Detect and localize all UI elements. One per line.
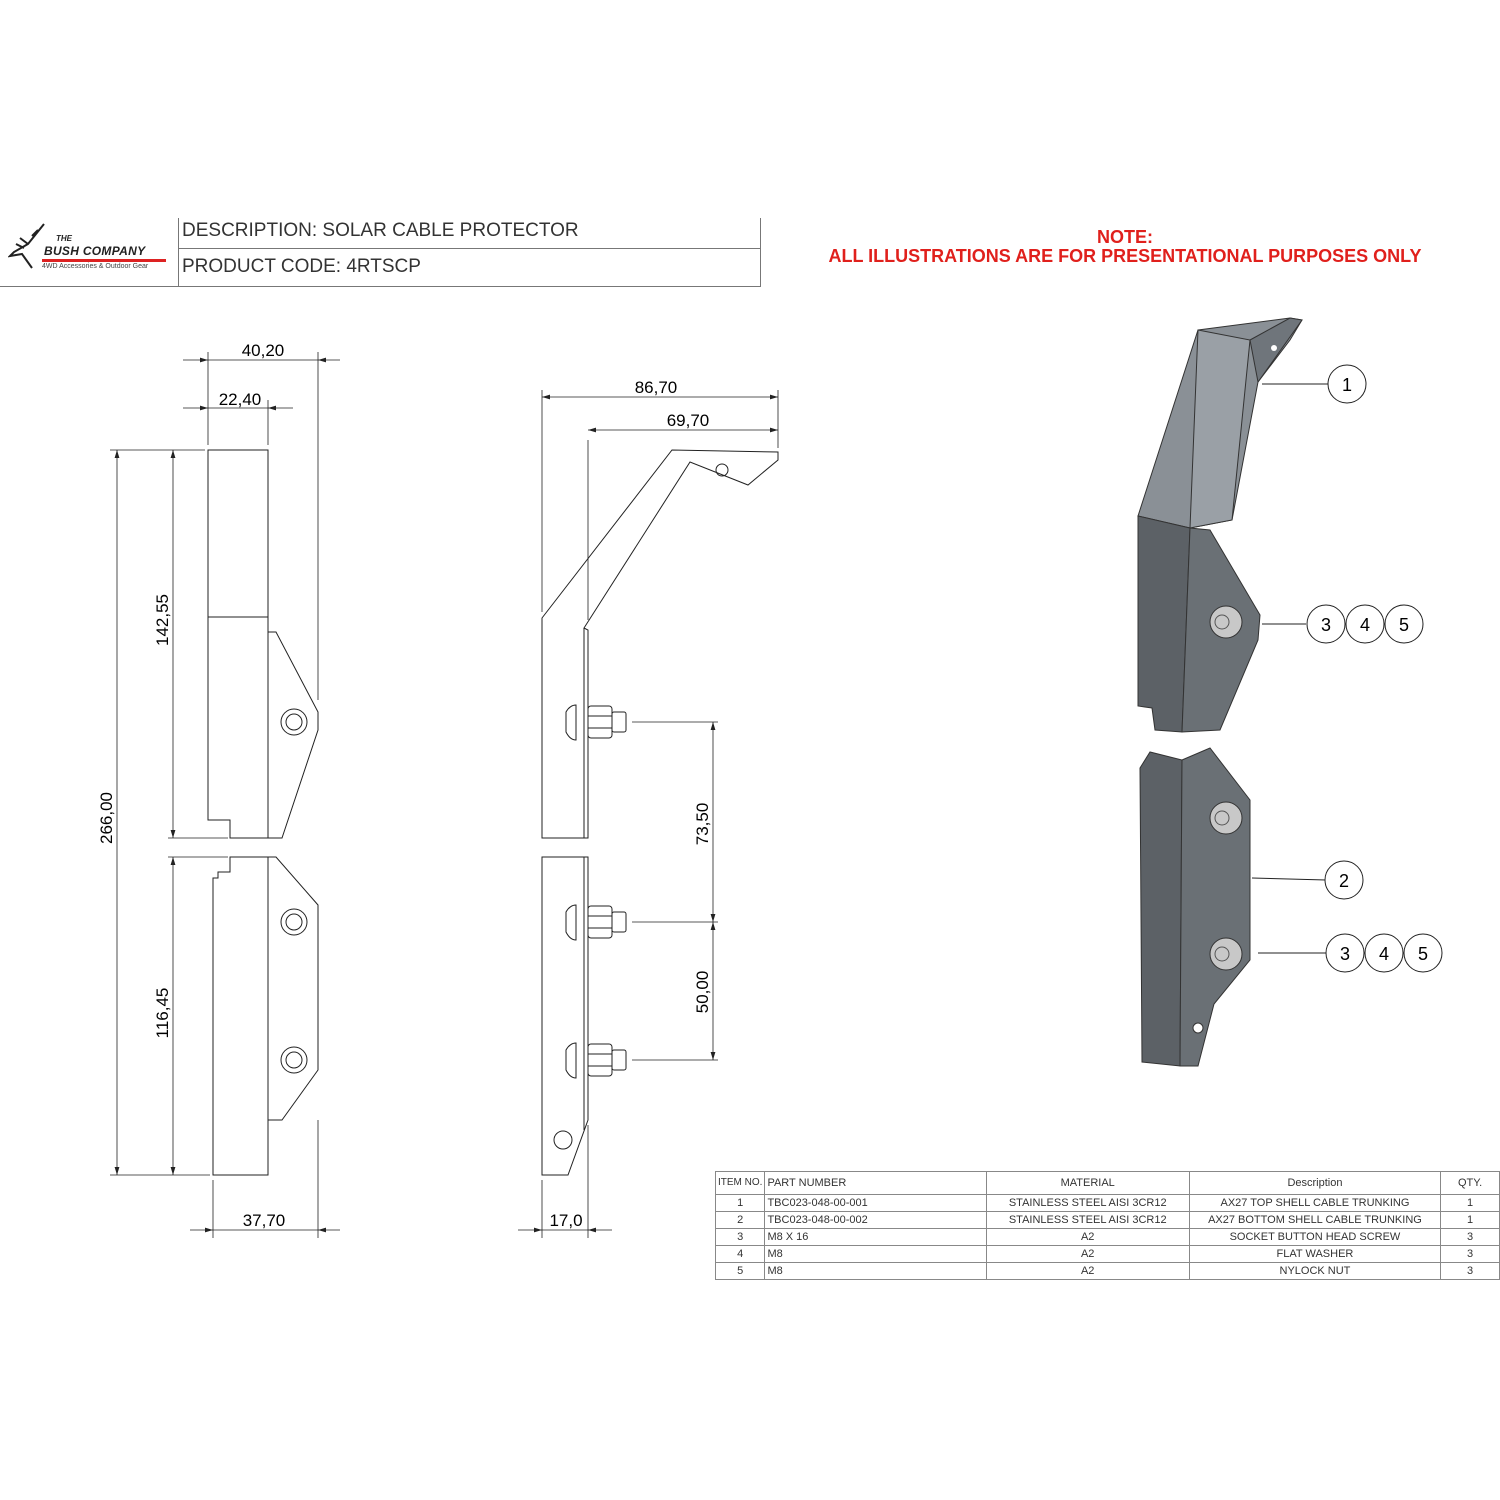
dim-86-70: 86,70 bbox=[635, 378, 678, 397]
dim-40-20: 40,20 bbox=[242, 341, 285, 360]
antler-icon bbox=[8, 223, 45, 269]
cell-part: M8 bbox=[764, 1245, 987, 1263]
balloon-4a: 4 bbox=[1360, 615, 1370, 635]
cell-material: STAINLESS STEEL AISI 3CR12 bbox=[985, 1211, 1190, 1229]
cell-item: 4 bbox=[714, 1245, 766, 1263]
dim-69-70: 69,70 bbox=[667, 411, 710, 430]
nut-2 bbox=[565, 904, 627, 941]
bom-header-row: ITEM NO. PART NUMBER MATERIAL Descriptio… bbox=[714, 1171, 1500, 1195]
cell-part: M8 bbox=[764, 1262, 987, 1280]
cell-material: STAINLESS STEEL AISI 3CR12 bbox=[985, 1194, 1190, 1212]
cell-material: A2 bbox=[985, 1228, 1190, 1246]
cell-material: A2 bbox=[985, 1245, 1190, 1263]
cell-item: 5 bbox=[714, 1262, 766, 1280]
cell-qty: 1 bbox=[1440, 1194, 1500, 1212]
company-logo: THE BUSH COMPANY 4WD Accessories & Outdo… bbox=[8, 222, 173, 282]
logo-tagline: 4WD Accessories & Outdoor Gear bbox=[42, 263, 149, 270]
cell-description: FLAT WASHER bbox=[1188, 1245, 1442, 1263]
cell-qty: 3 bbox=[1440, 1228, 1500, 1246]
title-block: DESCRIPTION: SOLAR CABLE PROTECTOR PRODU… bbox=[0, 218, 761, 287]
cell-description: NYLOCK NUT bbox=[1188, 1262, 1442, 1280]
balloon-3b: 3 bbox=[1340, 944, 1350, 964]
note-text: ALL ILLUSTRATIONS ARE FOR PRESENTATIONAL… bbox=[828, 246, 1422, 266]
header-description: Description bbox=[1188, 1171, 1442, 1195]
logo-name: BUSH COMPANY bbox=[44, 244, 146, 258]
dim-17-0: 17,0 bbox=[549, 1211, 582, 1230]
cell-description: AX27 BOTTOM SHELL CABLE TRUNKING bbox=[1188, 1211, 1442, 1229]
balloon-5a: 5 bbox=[1399, 615, 1409, 635]
side-view bbox=[541, 449, 779, 1176]
header-part-number: PART NUMBER bbox=[764, 1171, 987, 1195]
cell-description: AX27 TOP SHELL CABLE TRUNKING bbox=[1188, 1194, 1442, 1212]
cell-item: 2 bbox=[714, 1211, 766, 1229]
dim-73-50: 73,50 bbox=[693, 803, 712, 846]
dim-116-45: 116,45 bbox=[153, 988, 172, 1039]
header-material: MATERIAL bbox=[985, 1171, 1190, 1195]
description-label: DESCRIPTION: SOLAR CABLE PROTECTOR bbox=[182, 220, 579, 241]
side-view-dimensions bbox=[518, 390, 779, 1238]
cell-material: A2 bbox=[985, 1262, 1190, 1280]
dim-266-00: 266,00 bbox=[97, 792, 116, 844]
cell-part: TBC023-048-00-002 bbox=[764, 1211, 987, 1229]
dim-22-40: 22,40 bbox=[219, 390, 262, 409]
cell-item: 3 bbox=[714, 1228, 766, 1246]
dim-37-70: 37,70 bbox=[243, 1211, 286, 1230]
isometric-view bbox=[1137, 317, 1328, 1067]
header-qty: QTY. bbox=[1440, 1171, 1500, 1195]
product-code-label: PRODUCT CODE: 4RTSCP bbox=[182, 256, 421, 277]
nut-3 bbox=[565, 1042, 627, 1079]
cell-qty: 3 bbox=[1440, 1245, 1500, 1263]
logo-bar bbox=[42, 259, 166, 262]
balloon-5b: 5 bbox=[1418, 944, 1428, 964]
front-view-dimensions bbox=[110, 352, 340, 1238]
bill-of-materials: ITEM NO. PART NUMBER MATERIAL Descriptio… bbox=[714, 1171, 1500, 1280]
cell-part: M8 X 16 bbox=[764, 1228, 987, 1246]
balloon-1: 1 bbox=[1342, 375, 1352, 395]
cell-part: TBC023-048-00-001 bbox=[764, 1194, 987, 1212]
balloon-3a: 3 bbox=[1321, 615, 1331, 635]
nut-1 bbox=[565, 704, 627, 741]
logo-the: THE bbox=[56, 234, 72, 243]
balloon-4b: 4 bbox=[1379, 944, 1389, 964]
cell-description: SOCKET BUTTON HEAD SCREW bbox=[1188, 1228, 1442, 1246]
dim-142-55: 142,55 bbox=[153, 594, 172, 646]
balloons bbox=[1306, 364, 1443, 973]
note-title: NOTE: bbox=[1097, 227, 1153, 247]
dim-50-00: 50,00 bbox=[693, 971, 712, 1014]
header-item-no: ITEM NO. bbox=[714, 1171, 766, 1195]
balloon-2: 2 bbox=[1339, 871, 1349, 891]
cell-item: 1 bbox=[714, 1194, 766, 1212]
cell-qty: 1 bbox=[1440, 1211, 1500, 1229]
front-view bbox=[207, 449, 319, 1176]
cell-qty: 3 bbox=[1440, 1262, 1500, 1280]
